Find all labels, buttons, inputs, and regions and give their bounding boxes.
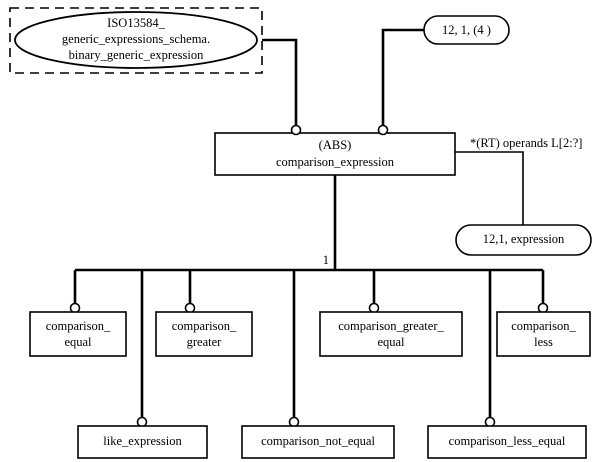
- edge-schema-to-entity: [262, 38, 298, 133]
- subtype-comparison-greater-equal-line-2: equal: [377, 335, 405, 349]
- subtype-comparison-greater-equal-line-1: comparison_greater_: [338, 319, 444, 333]
- subtype-comparison-greater-line-2: greater: [187, 335, 223, 349]
- page-ref-expression-group[interactable]: 12,1, expression: [455, 224, 592, 256]
- subtype-comparison-greater-equal-group[interactable]: comparison_greater_ equal: [319, 302, 463, 357]
- subtype-comparison-greater-line-1: comparison_: [172, 319, 237, 333]
- page-ref-top-label: 12, 1, (4 ): [442, 23, 491, 37]
- schema-dashed-frame: [9, 7, 263, 74]
- subtype-comparison-less-equal-label: comparison_less_equal: [449, 434, 566, 448]
- subtype-comparison-less-box[interactable]: [496, 311, 591, 357]
- operands-attribute-label: *(RT) operands L[2:?]: [470, 136, 582, 150]
- comparison-expression-name: comparison_expression: [276, 155, 395, 169]
- subtype-comparison-less-equal-group[interactable]: comparison_less_equal: [427, 416, 587, 459]
- subtype-comparison-less-group[interactable]: comparison_ less: [496, 302, 591, 357]
- connector-circle-like-expression: [136, 416, 148, 428]
- subtype-like-expression-label: like_expression: [103, 434, 182, 448]
- connector-circle-comparison-less-equal: [484, 416, 496, 428]
- schema-reference-group: ISO13584_ generic_expressions_schema. bi…: [9, 7, 263, 74]
- connector-circle-comparison-equal: [69, 302, 81, 314]
- connector-circle-comparison-not-equal: [288, 416, 300, 428]
- comparison-expression-abs: (ABS): [319, 138, 352, 152]
- subtype-comparison-greater-group[interactable]: comparison_ greater: [155, 302, 253, 357]
- connector-circle-comparison-greater-equal: [368, 302, 380, 314]
- subtype-comparison-equal-line-2: equal: [64, 335, 92, 349]
- edge-operands-to-expression: [455, 151, 524, 225]
- subtype-comparison-not-equal-box[interactable]: [241, 425, 395, 459]
- subtype-comparison-less-equal-box[interactable]: [427, 425, 587, 459]
- connector-circle-comparison-less: [537, 302, 549, 314]
- subtype-comparison-equal-line-1: comparison_: [46, 319, 111, 333]
- subtype-like-expression-box[interactable]: [77, 425, 208, 459]
- subtype-count-label: 1: [323, 253, 329, 267]
- subtype-comparison-greater-box[interactable]: [155, 311, 253, 357]
- subtype-comparison-less-line-1: comparison_: [511, 319, 576, 333]
- subtype-comparison-not-equal-label: comparison_not_equal: [261, 434, 375, 448]
- schema-line-2: generic_expressions_schema.: [62, 32, 210, 46]
- subtype-comparison-equal-group[interactable]: comparison_ equal: [29, 302, 127, 357]
- page-ref-top-shape[interactable]: [423, 15, 510, 45]
- schema-line-3: binary_generic_expression: [69, 48, 204, 62]
- connector-circle-schema: [290, 124, 302, 136]
- schema-line-1: ISO13584_: [107, 16, 165, 30]
- main-entity-group[interactable]: (ABS) comparison_expression: [214, 132, 456, 176]
- connector-circle-comparison-greater: [184, 302, 196, 314]
- page-ref-expression-shape[interactable]: [455, 224, 592, 256]
- subtype-comparison-less-line-2: less: [534, 335, 553, 349]
- page-ref-top-group[interactable]: 12, 1, (4 ): [423, 15, 510, 45]
- connector-circle-pageref: [377, 124, 389, 136]
- page-ref-expression-label: 12,1, expression: [483, 232, 565, 246]
- edge-pageref-to-entity: [381, 28, 424, 133]
- subtype-comparison-not-equal-group[interactable]: comparison_not_equal: [241, 416, 395, 459]
- comparison-expression-box[interactable]: [214, 132, 456, 176]
- subtype-like-expression-group[interactable]: like_expression: [77, 416, 208, 459]
- connector-layer: [73, 28, 545, 422]
- schema-ellipse: [14, 11, 258, 69]
- subtype-comparison-equal-box[interactable]: [29, 311, 127, 357]
- subtype-comparison-greater-equal-box[interactable]: [319, 311, 463, 357]
